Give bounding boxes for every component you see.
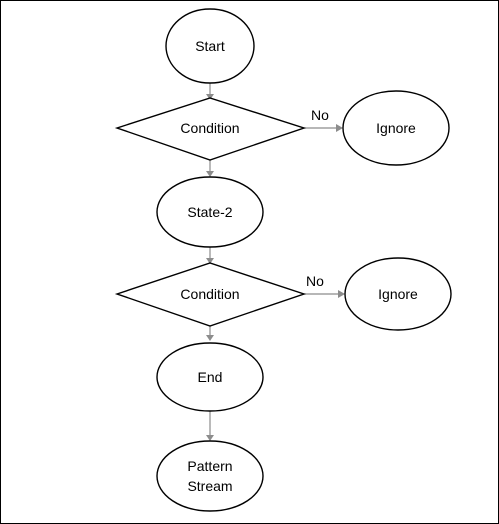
node-ignore-1: Ignore <box>342 90 450 166</box>
node-pattern-stream-label-line-1: Pattern <box>187 458 232 474</box>
node-state-2: State-2 <box>156 176 264 248</box>
node-start-label: Start <box>195 38 225 54</box>
node-condition-1-label: Condition <box>180 120 239 136</box>
node-start: Start <box>165 8 255 84</box>
node-condition-2: Condition <box>114 262 307 327</box>
edge-start-to-condition-1 <box>206 83 214 100</box>
node-ignore-2-label: Ignore <box>378 286 418 302</box>
node-ignore-2: Ignore <box>344 257 452 331</box>
node-pattern-stream-label-line-2: Stream <box>187 478 232 494</box>
node-state-2-label: State-2 <box>187 204 232 220</box>
edge-end-to-pattern-stream <box>206 411 214 441</box>
node-ignore-1-label: Ignore <box>376 120 416 136</box>
node-end: End <box>156 342 264 412</box>
edge-condition-2-to-end <box>206 326 214 341</box>
edge-condition-2-to-ignore-2 <box>304 290 345 298</box>
node-end-label: End <box>198 369 223 385</box>
edge-label-no-1: No <box>311 107 329 123</box>
node-condition-1: Condition <box>114 97 307 161</box>
node-condition-2-label: Condition <box>180 286 239 302</box>
edge-condition-1-to-ignore-1 <box>304 124 343 132</box>
edge-condition-1-to-state-2 <box>206 160 214 177</box>
edge-label-no-2: No <box>306 273 324 289</box>
node-pattern-stream: Pattern Stream <box>156 440 264 512</box>
edge-state-2-to-condition-2 <box>206 247 214 264</box>
